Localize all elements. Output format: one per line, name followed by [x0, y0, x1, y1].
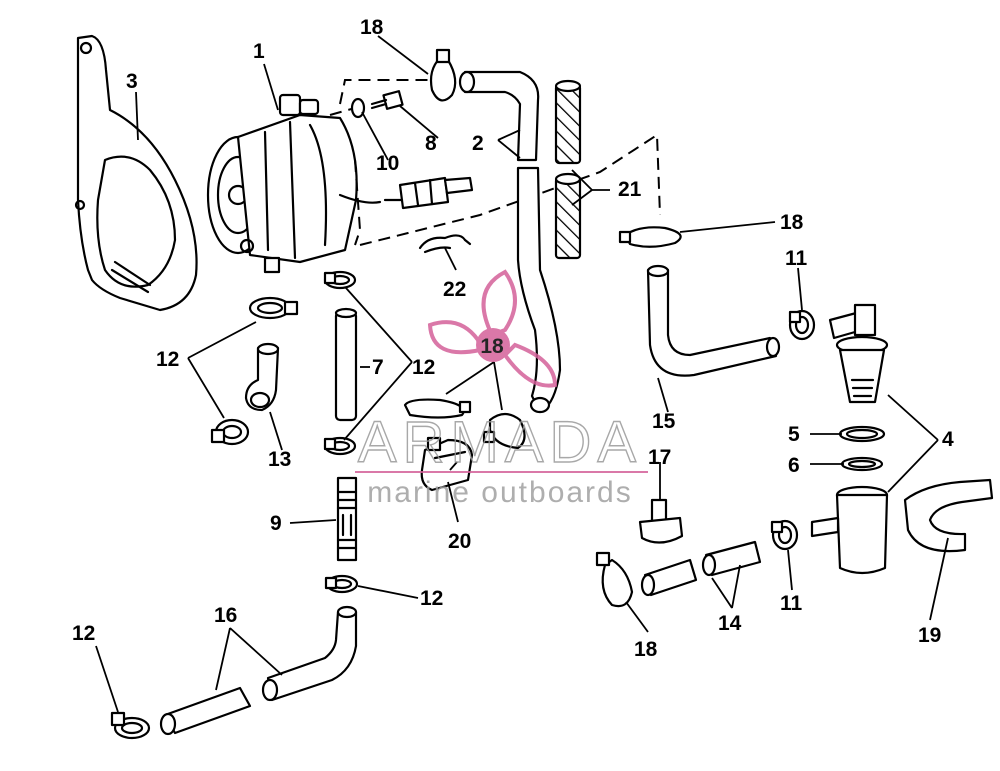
callout-18-top: 18 — [360, 16, 384, 39]
assembly-dashed-lines — [329, 79, 661, 246]
callout-1: 1 — [253, 40, 265, 63]
callout-18-bottom: 18 — [634, 638, 658, 661]
clamp-part-18-center — [403, 398, 526, 450]
clamp-part-11-top — [788, 309, 816, 341]
fitting-part-20 — [420, 436, 474, 492]
callout-21: 21 — [618, 178, 642, 201]
callout-8: 8 — [425, 132, 437, 155]
propeller-logo — [427, 269, 558, 388]
o-ring-part-6 — [840, 456, 884, 472]
callout-17: 17 — [648, 446, 671, 469]
clip-part-22 — [418, 234, 472, 254]
callout-18-right: 18 — [780, 211, 804, 234]
clamp-part-11-bottom — [770, 519, 799, 551]
hose-part-2 — [458, 70, 562, 414]
callout-11-bottom: 11 — [780, 592, 803, 615]
strap-part-19 — [903, 478, 994, 553]
clamp-part-18-right — [618, 226, 682, 248]
callout-4: 4 — [942, 428, 954, 451]
callout-11-top: 11 — [785, 247, 808, 270]
callout-9: 9 — [270, 512, 282, 535]
callout-6: 6 — [788, 454, 800, 477]
clamp-part-12-bottom-left — [110, 711, 151, 740]
logo-hub-label: 18 — [480, 335, 504, 358]
fitting-part-17 — [638, 498, 684, 544]
o-ring-part-5 — [838, 425, 886, 443]
watermark-brand: ARMADA — [358, 410, 642, 475]
callout-labels: 1 2 3 4 5 6 7 8 9 10 11 11 12 12 12 12 1… — [72, 16, 954, 661]
hose-part-16 — [159, 605, 358, 736]
callout-19: 19 — [918, 624, 941, 647]
hose-part-21 — [554, 79, 582, 260]
fuel-filter-part-4 — [810, 303, 889, 575]
callout-2: 2 — [472, 132, 484, 155]
callout-10: 10 — [376, 152, 399, 175]
callout-7: 7 — [372, 356, 384, 379]
callout-20: 20 — [448, 530, 471, 553]
connector-part-9 — [336, 476, 358, 562]
hose-part-14 — [640, 540, 762, 597]
callout-22: 22 — [443, 278, 466, 301]
callout-16: 16 — [214, 604, 237, 627]
tube-part-7 — [334, 307, 358, 422]
fuel-pump-part-1 — [206, 93, 382, 274]
callout-13: 13 — [268, 448, 291, 471]
leader-lines — [95, 35, 949, 713]
armada-watermark: 18 ARMADA marine outboards — [355, 269, 648, 509]
clamp-part-12-mid-top — [323, 270, 357, 290]
callout-12-mid: 12 — [412, 356, 435, 379]
clamp-part-12-lower-mid — [324, 574, 359, 594]
callout-12-left: 12 — [156, 348, 179, 371]
callout-5: 5 — [788, 423, 800, 446]
fitting-connector — [383, 176, 474, 210]
bolt-part-8 — [370, 90, 404, 110]
elbow-part-13 — [244, 342, 280, 412]
washer-part-10 — [350, 97, 366, 119]
watermark-tagline: marine outboards — [367, 476, 632, 509]
callout-14: 14 — [718, 612, 742, 635]
clamp-part-12-mid-bottom — [323, 436, 357, 456]
callout-12-bottom: 12 — [72, 622, 95, 645]
clamp-part-18-bottom — [595, 551, 634, 608]
clamp-part-18-top — [429, 48, 457, 102]
bracket-part-3 — [74, 34, 198, 312]
clamp-part-12-upper-left — [248, 296, 299, 320]
clamp-part-12-lower-left — [210, 418, 250, 446]
hose-part-15 — [646, 264, 781, 377]
callout-15: 15 — [652, 410, 676, 433]
callout-3: 3 — [126, 70, 138, 93]
callout-12-lower: 12 — [420, 587, 443, 610]
